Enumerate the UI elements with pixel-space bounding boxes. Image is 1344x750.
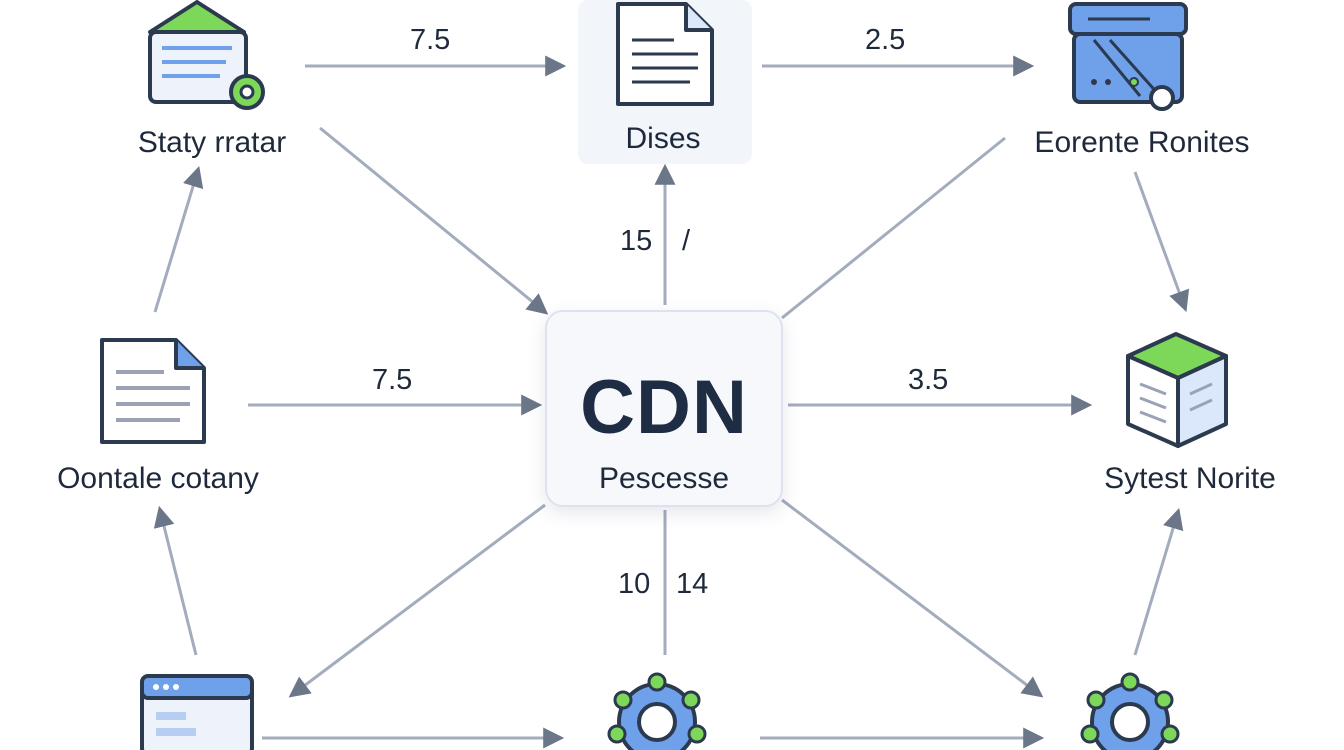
- gear-icon: [607, 672, 707, 750]
- edge-label-center-to-bottom-a: 10: [618, 568, 651, 600]
- edge-label-center-to-top-a: 15: [620, 225, 653, 257]
- cdn-title: CDN: [580, 365, 748, 450]
- edge-mid-left-to-top-left: [153, 165, 204, 313]
- document-icon: [616, 2, 714, 106]
- edge-top-right-to-mid-right: [1133, 171, 1190, 312]
- edge-top-right-to-center: [781, 136, 1006, 320]
- gear-icon-secondary: [1080, 672, 1180, 750]
- node-label-mid-right: Sytest Norite: [1104, 462, 1276, 495]
- edge-label-center-to-mid-right: 3.5: [908, 364, 949, 396]
- edge-label-center-to-bottom-b: 14: [676, 568, 709, 600]
- edge-label-top-left-to-top-center: 7.5: [410, 24, 451, 56]
- node-label-top-left: Staty rratar: [137, 126, 287, 159]
- edge-label-mid-left-to-center: 7.5: [372, 364, 413, 396]
- envelope-gear-icon: [148, 0, 265, 110]
- edge-bottom-right-to-mid-right: [1133, 507, 1184, 656]
- edge-bottom-left-to-mid-left: [153, 505, 198, 656]
- cdn-node[interactable]: CDN Pescesse: [545, 310, 783, 507]
- edge-center-to-bottom-right: [781, 498, 1044, 698]
- server-icon: [1068, 2, 1188, 111]
- node-label-top-center: Dises: [625, 122, 701, 155]
- edge-label-top-center-to-top-right: 2.5: [865, 24, 906, 56]
- node-label-top-right: Eorente Ronites: [1034, 126, 1250, 159]
- storage-cube-icon: [1126, 332, 1228, 448]
- edge-label-center-to-top-b: /: [682, 225, 691, 257]
- file-icon: [100, 338, 206, 444]
- edge-center-to-bottom-left: [288, 503, 546, 698]
- cdn-subtitle: Pescesse: [598, 462, 730, 495]
- edge-top-left-to-center: [319, 126, 549, 315]
- browser-window-icon: [140, 674, 254, 750]
- node-label-mid-left: Oontale cotany: [57, 462, 259, 495]
